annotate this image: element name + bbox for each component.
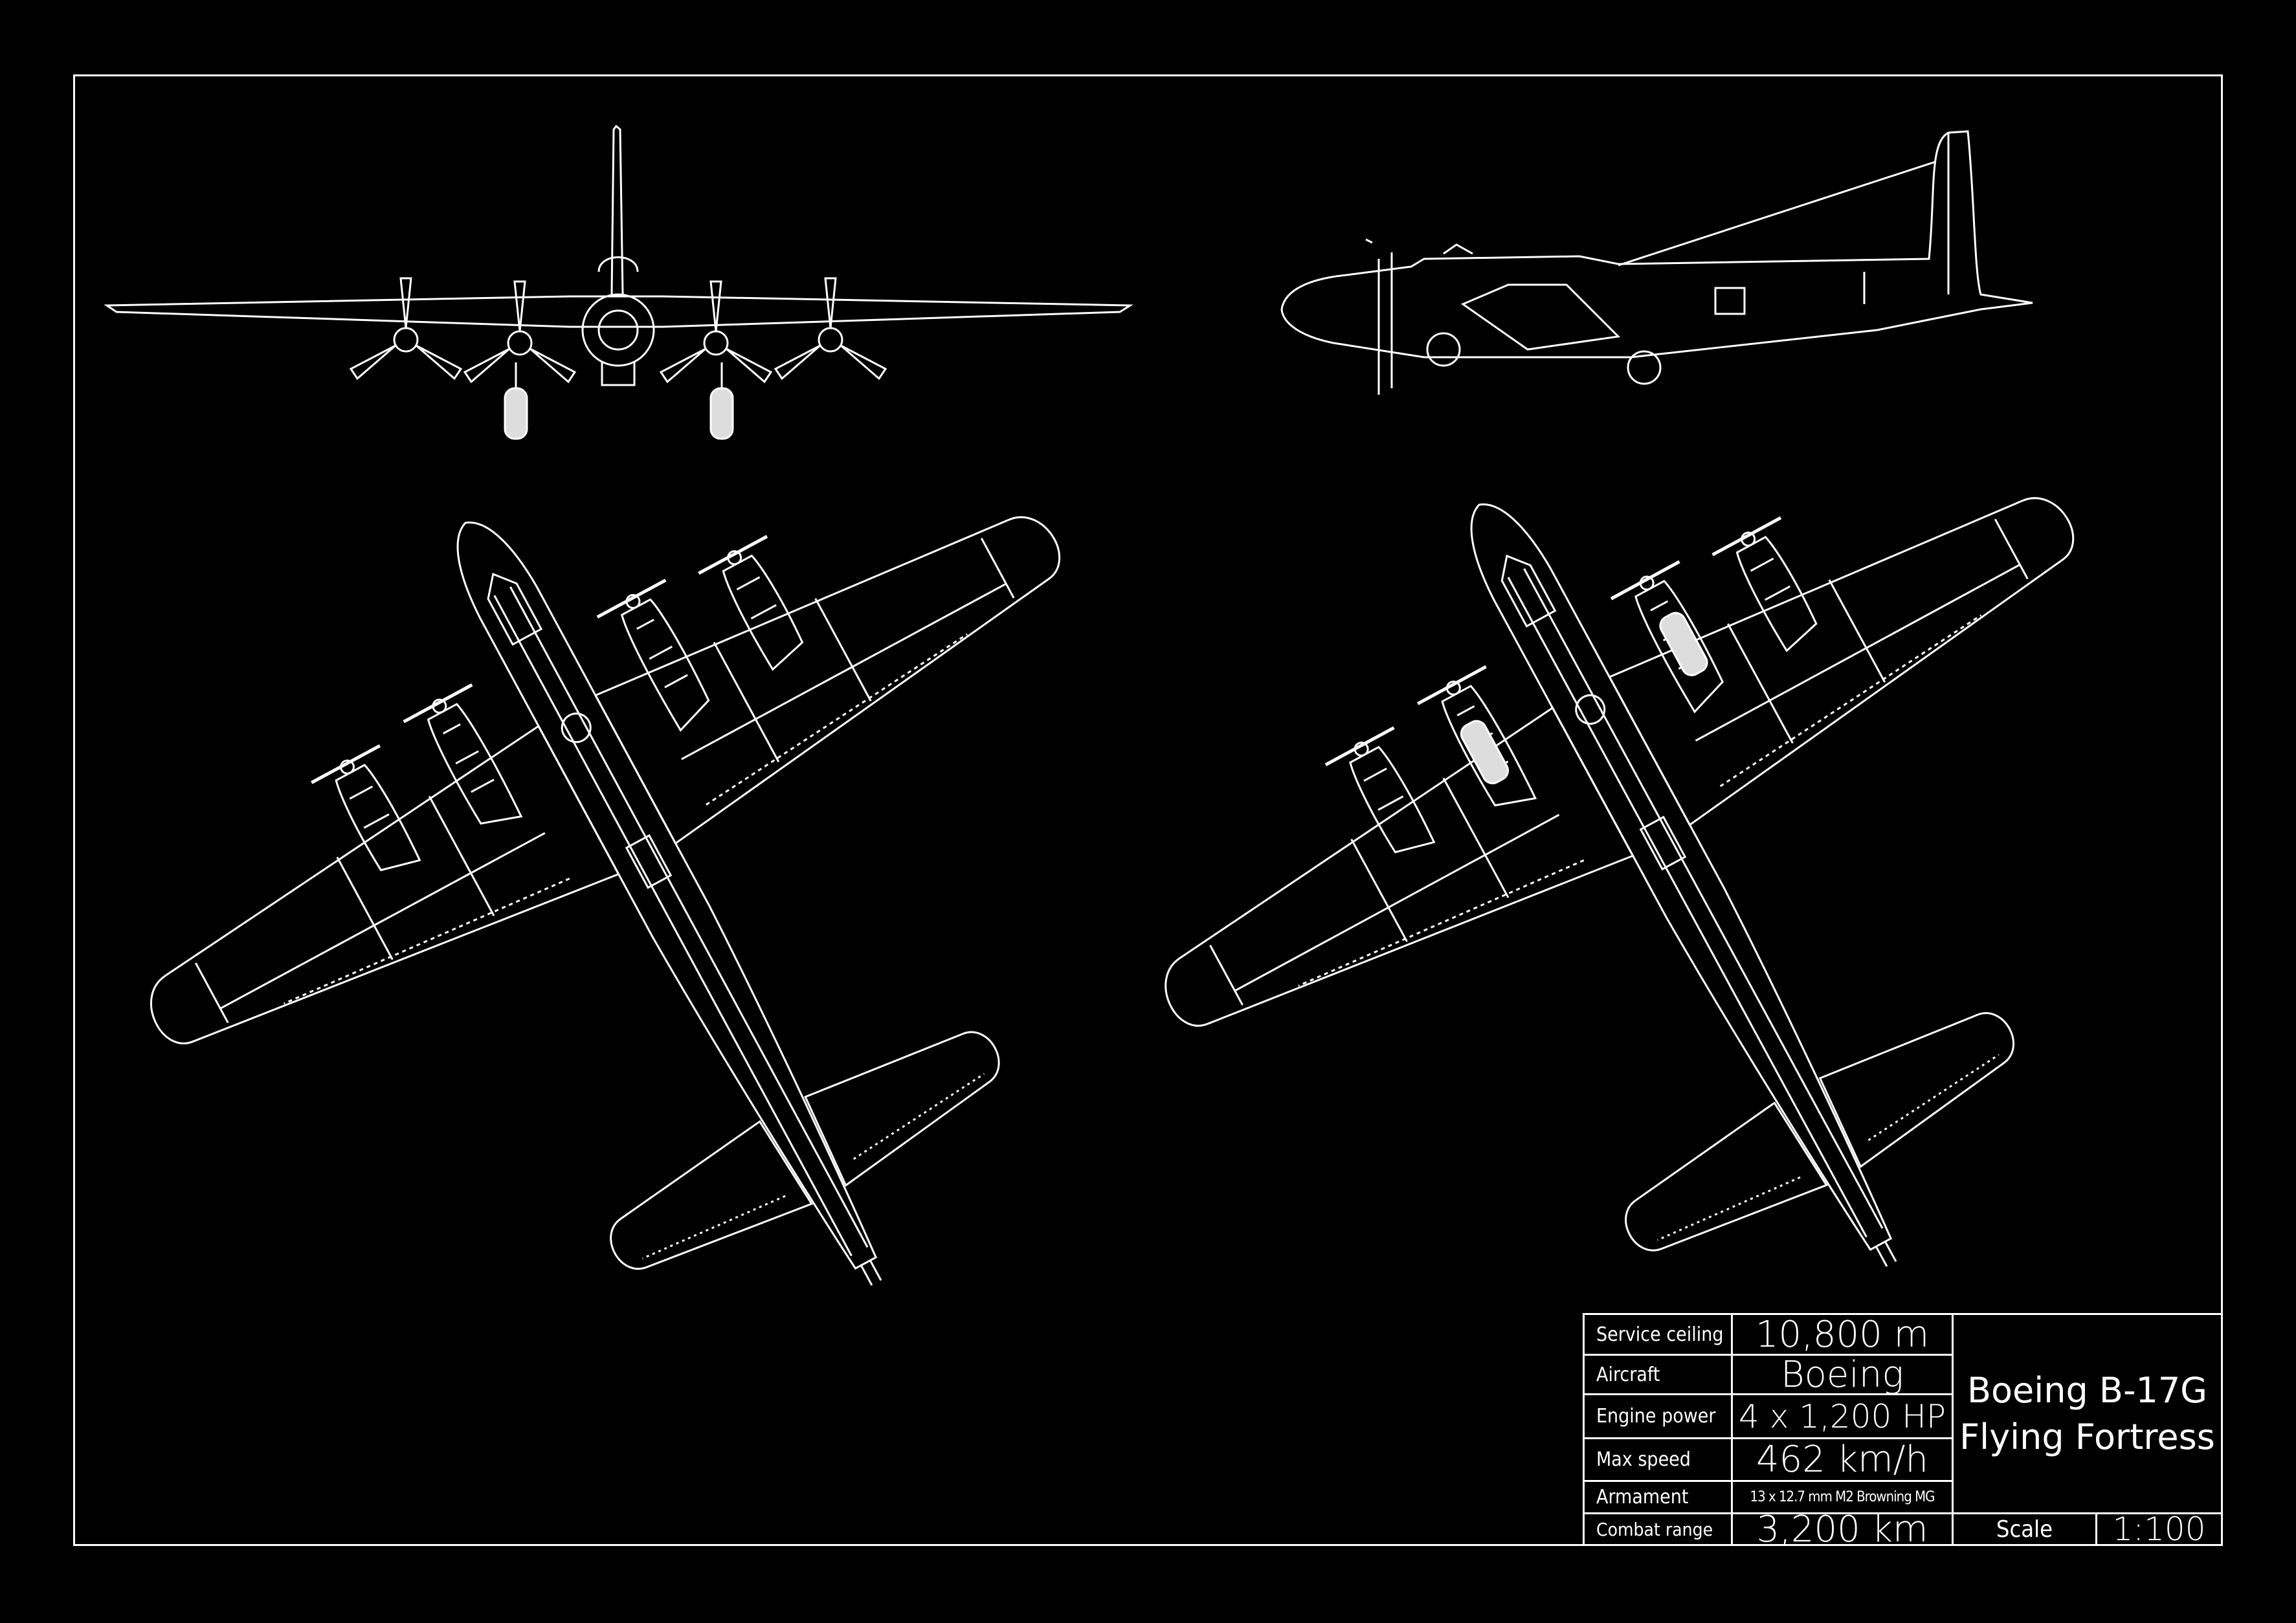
scale-label: Scale [1952, 1512, 2097, 1546]
value-engine-power: 4 x 1,200 HP [1731, 1393, 1954, 1439]
value-combat-range: 3,200 km [1731, 1508, 1954, 1551]
value-service-ceiling: 10,800 m [1731, 1313, 1954, 1356]
label-armament: Armament [1583, 1480, 1733, 1514]
label-service-ceiling: Service ceiling [1583, 1313, 1733, 1356]
label-engine-power: Engine power [1583, 1393, 1733, 1439]
drawing-border [73, 74, 2223, 1546]
value-aircraft: Boeing [1731, 1354, 1954, 1396]
scale-value: 1:100 [2095, 1510, 2223, 1548]
drawing-title: Boeing B-17G Flying Fortress [1952, 1313, 2223, 1514]
top-view [17, 280, 1326, 1525]
front-view [104, 124, 1134, 440]
title-line-1: Boeing B-17G [1967, 1369, 2208, 1411]
value-max-speed: 462 km/h [1731, 1437, 1954, 1482]
title-line-2: Flying Fortress [1959, 1416, 2215, 1457]
label-combat-range: Combat range [1583, 1512, 1733, 1546]
label-max-speed: Max speed [1583, 1437, 1733, 1482]
side-view [1280, 130, 2033, 395]
title-block: Service ceiling 10,800 m Aircraft Boeing… [1583, 1313, 2223, 1551]
label-aircraft: Aircraft [1583, 1354, 1733, 1395]
bottom-view [1031, 261, 2296, 1508]
